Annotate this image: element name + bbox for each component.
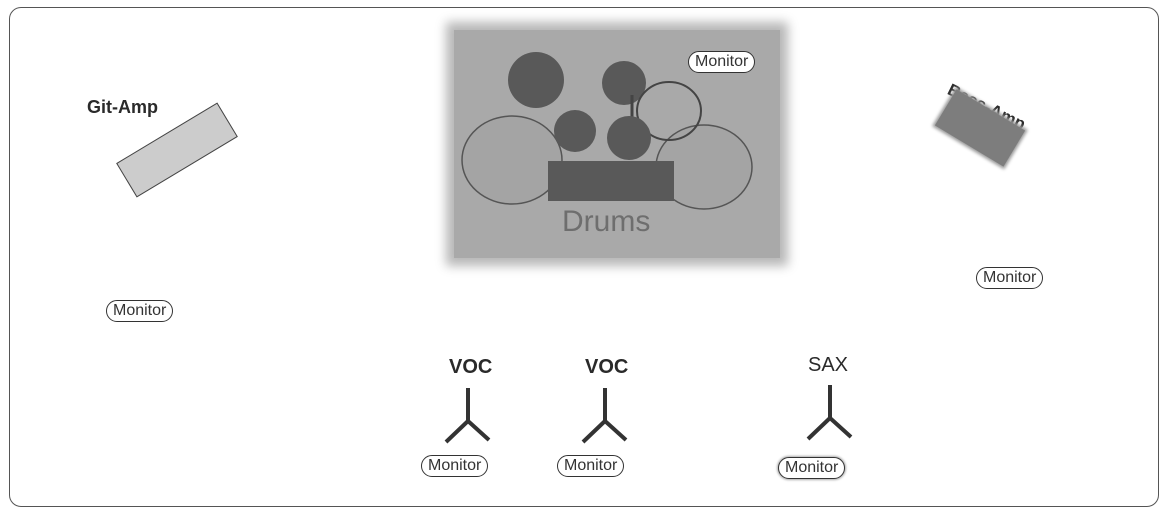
git-amp-label: Git-Amp: [87, 97, 158, 117]
voc1-label: VOC: [449, 356, 493, 378]
crash-cymbal: [508, 52, 564, 108]
sax-label: SAX: [808, 354, 849, 376]
voc2-label: VOC: [585, 356, 629, 378]
hi-hat: [636, 81, 702, 141]
right-monitor: Monitor: [976, 267, 1044, 289]
floor-tom-left: [461, 115, 563, 205]
sax-mic-stand-icon: [806, 385, 853, 441]
drum-monitor: Monitor: [688, 51, 756, 73]
voc2-mic-stand-icon: [581, 388, 628, 444]
drum-kit: [454, 30, 780, 258]
rack-tom-2: [554, 110, 596, 152]
drum-kit-graphic: [461, 52, 753, 210]
rack-tom-1: [602, 61, 646, 105]
voc2-monitor: Monitor: [557, 455, 625, 477]
drums-label: Drums: [562, 205, 651, 238]
left-monitor: Monitor: [106, 300, 174, 322]
drum-throne: [548, 161, 674, 201]
voc1-mic-stand-icon: [444, 388, 491, 444]
sax-monitor: Monitor: [778, 457, 846, 479]
snare-drum: [607, 116, 651, 160]
voc1-monitor: Monitor: [421, 455, 489, 477]
